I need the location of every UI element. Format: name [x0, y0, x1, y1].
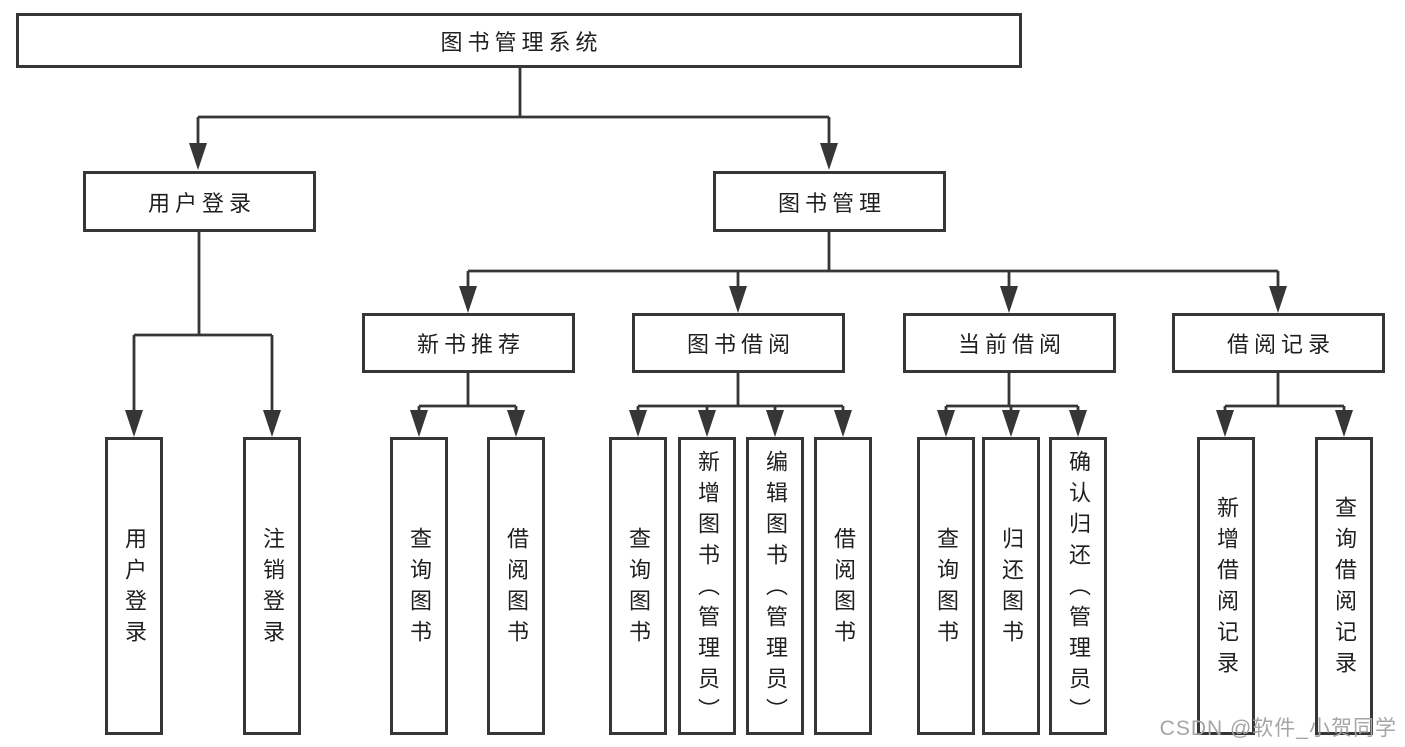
arrowheads: [125, 143, 1353, 437]
leaf-query-books-borrowing: 查询图书: [609, 437, 667, 735]
node-book-management: 图书管理: [713, 171, 946, 232]
leaf-logout-login: 注销登录: [243, 437, 301, 735]
node-borrowing-records: 借阅记录: [1172, 313, 1385, 373]
node-user-login: 用户登录: [83, 171, 316, 232]
watermark-text: CSDN @软件_小贺同学: [1159, 717, 1397, 740]
leaf-confirm-return-admin: 确认归还（管理员）: [1049, 437, 1107, 735]
leaf-query-books-recommend: 查询图书: [390, 437, 448, 735]
node-current-borrowing: 当前借阅: [903, 313, 1116, 373]
node-book-borrowing: 图书借阅: [632, 313, 845, 373]
leaf-edit-book-admin: 编辑图书（管理员）: [746, 437, 804, 735]
leaf-return-books: 归还图书: [982, 437, 1040, 735]
leaf-borrow-books-recommend: 借阅图书: [487, 437, 545, 735]
leaf-borrow-books-borrowing: 借阅图书: [814, 437, 872, 735]
leaf-add-book-admin: 新增图书（管理员）: [678, 437, 736, 735]
leaf-query-books-current: 查询图书: [917, 437, 975, 735]
leaf-query-borrowing-record: 查询借阅记录: [1315, 437, 1373, 735]
node-root: 图书管理系统: [16, 13, 1022, 68]
leaf-user-login: 用户登录: [105, 437, 163, 735]
node-new-book-recommendation: 新书推荐: [362, 313, 575, 373]
leaf-add-borrowing-record: 新增借阅记录: [1197, 437, 1255, 735]
